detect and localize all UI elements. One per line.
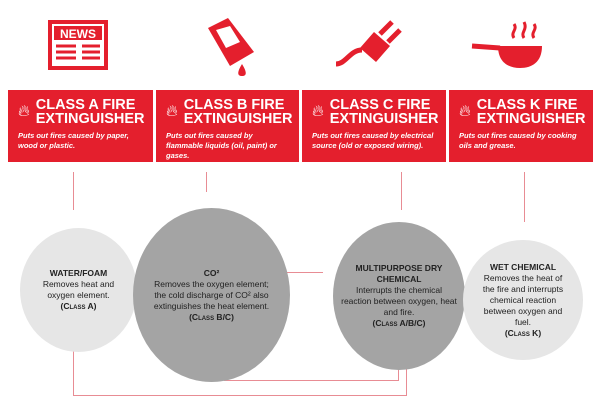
fire-icon: 🔥︎ [459,103,471,120]
class-desc: Puts out fires caused by paper, wood or … [18,131,129,150]
connector [206,172,207,192]
class-c-banner: 🔥︎ CLASS C FIRE EXTINGUISHER Puts out fir… [302,90,446,162]
svg-text:NEWS: NEWS [60,27,96,41]
agent-desc: Removes the oxygen element; the cold dis… [153,278,270,311]
agent-desc: Removes the heat of the fire and interru… [482,272,564,327]
agent-classes: (Class A) [60,301,97,311]
class-desc: Puts out fires caused by electrical sour… [312,131,434,150]
fire-icon: 🔥︎ [312,103,324,120]
connector [224,380,399,381]
class-title: CLASS A FIRE EXTINGUISHER [35,97,145,127]
connector [73,350,74,395]
connector [287,272,323,273]
connector [73,395,407,396]
agent-classes: (Class B/C) [189,311,234,322]
electric-plug-icon [335,20,402,67]
agent-desc: Removes heat and oxygen element. [42,279,115,300]
connector [406,367,407,395]
agent-name: WATER/FOAM [49,268,108,278]
connector [524,172,525,222]
class-k-banner: 🔥︎ CLASS K FIRE EXTINGUISHER Puts out fir… [449,90,593,162]
agent-desc: Interrupts the chemical reaction between… [341,285,457,317]
class-a-banner: 🔥︎ CLASS A FIRE EXTINGUISHER Puts out fir… [8,90,153,162]
agent-name: MULTIPURPOSE DRY CHEMICAL [355,263,443,284]
agent-name: CO² [203,267,220,278]
fire-icon: 🔥︎ [166,103,178,120]
class-desc: Puts out fires caused by flammable liqui… [166,131,277,160]
frying-pan-icon [471,21,542,68]
class-b-banner: 🔥︎ CLASS B FIRE EXTINGUISHER Puts out fir… [156,90,299,162]
connector [398,367,399,380]
class-title: CLASS B FIRE EXTINGUISHER [183,97,293,127]
newspaper-icon: NEWS [48,20,108,70]
agent-classes: (Class A/B/C) [372,318,426,328]
class-title: CLASS C FIRE EXTINGUISHER [329,97,439,127]
fuel-can-icon [208,18,254,76]
agent-classes: (Class K) [504,327,542,338]
agent-name: WET CHEMICAL [489,261,557,272]
connector [73,172,74,210]
fire-icon: 🔥︎ [18,103,30,120]
class-desc: Puts out fires caused by cooking oils an… [459,131,577,150]
connector [401,172,402,210]
class-title: CLASS K FIRE EXTINGUISHER [476,97,586,127]
